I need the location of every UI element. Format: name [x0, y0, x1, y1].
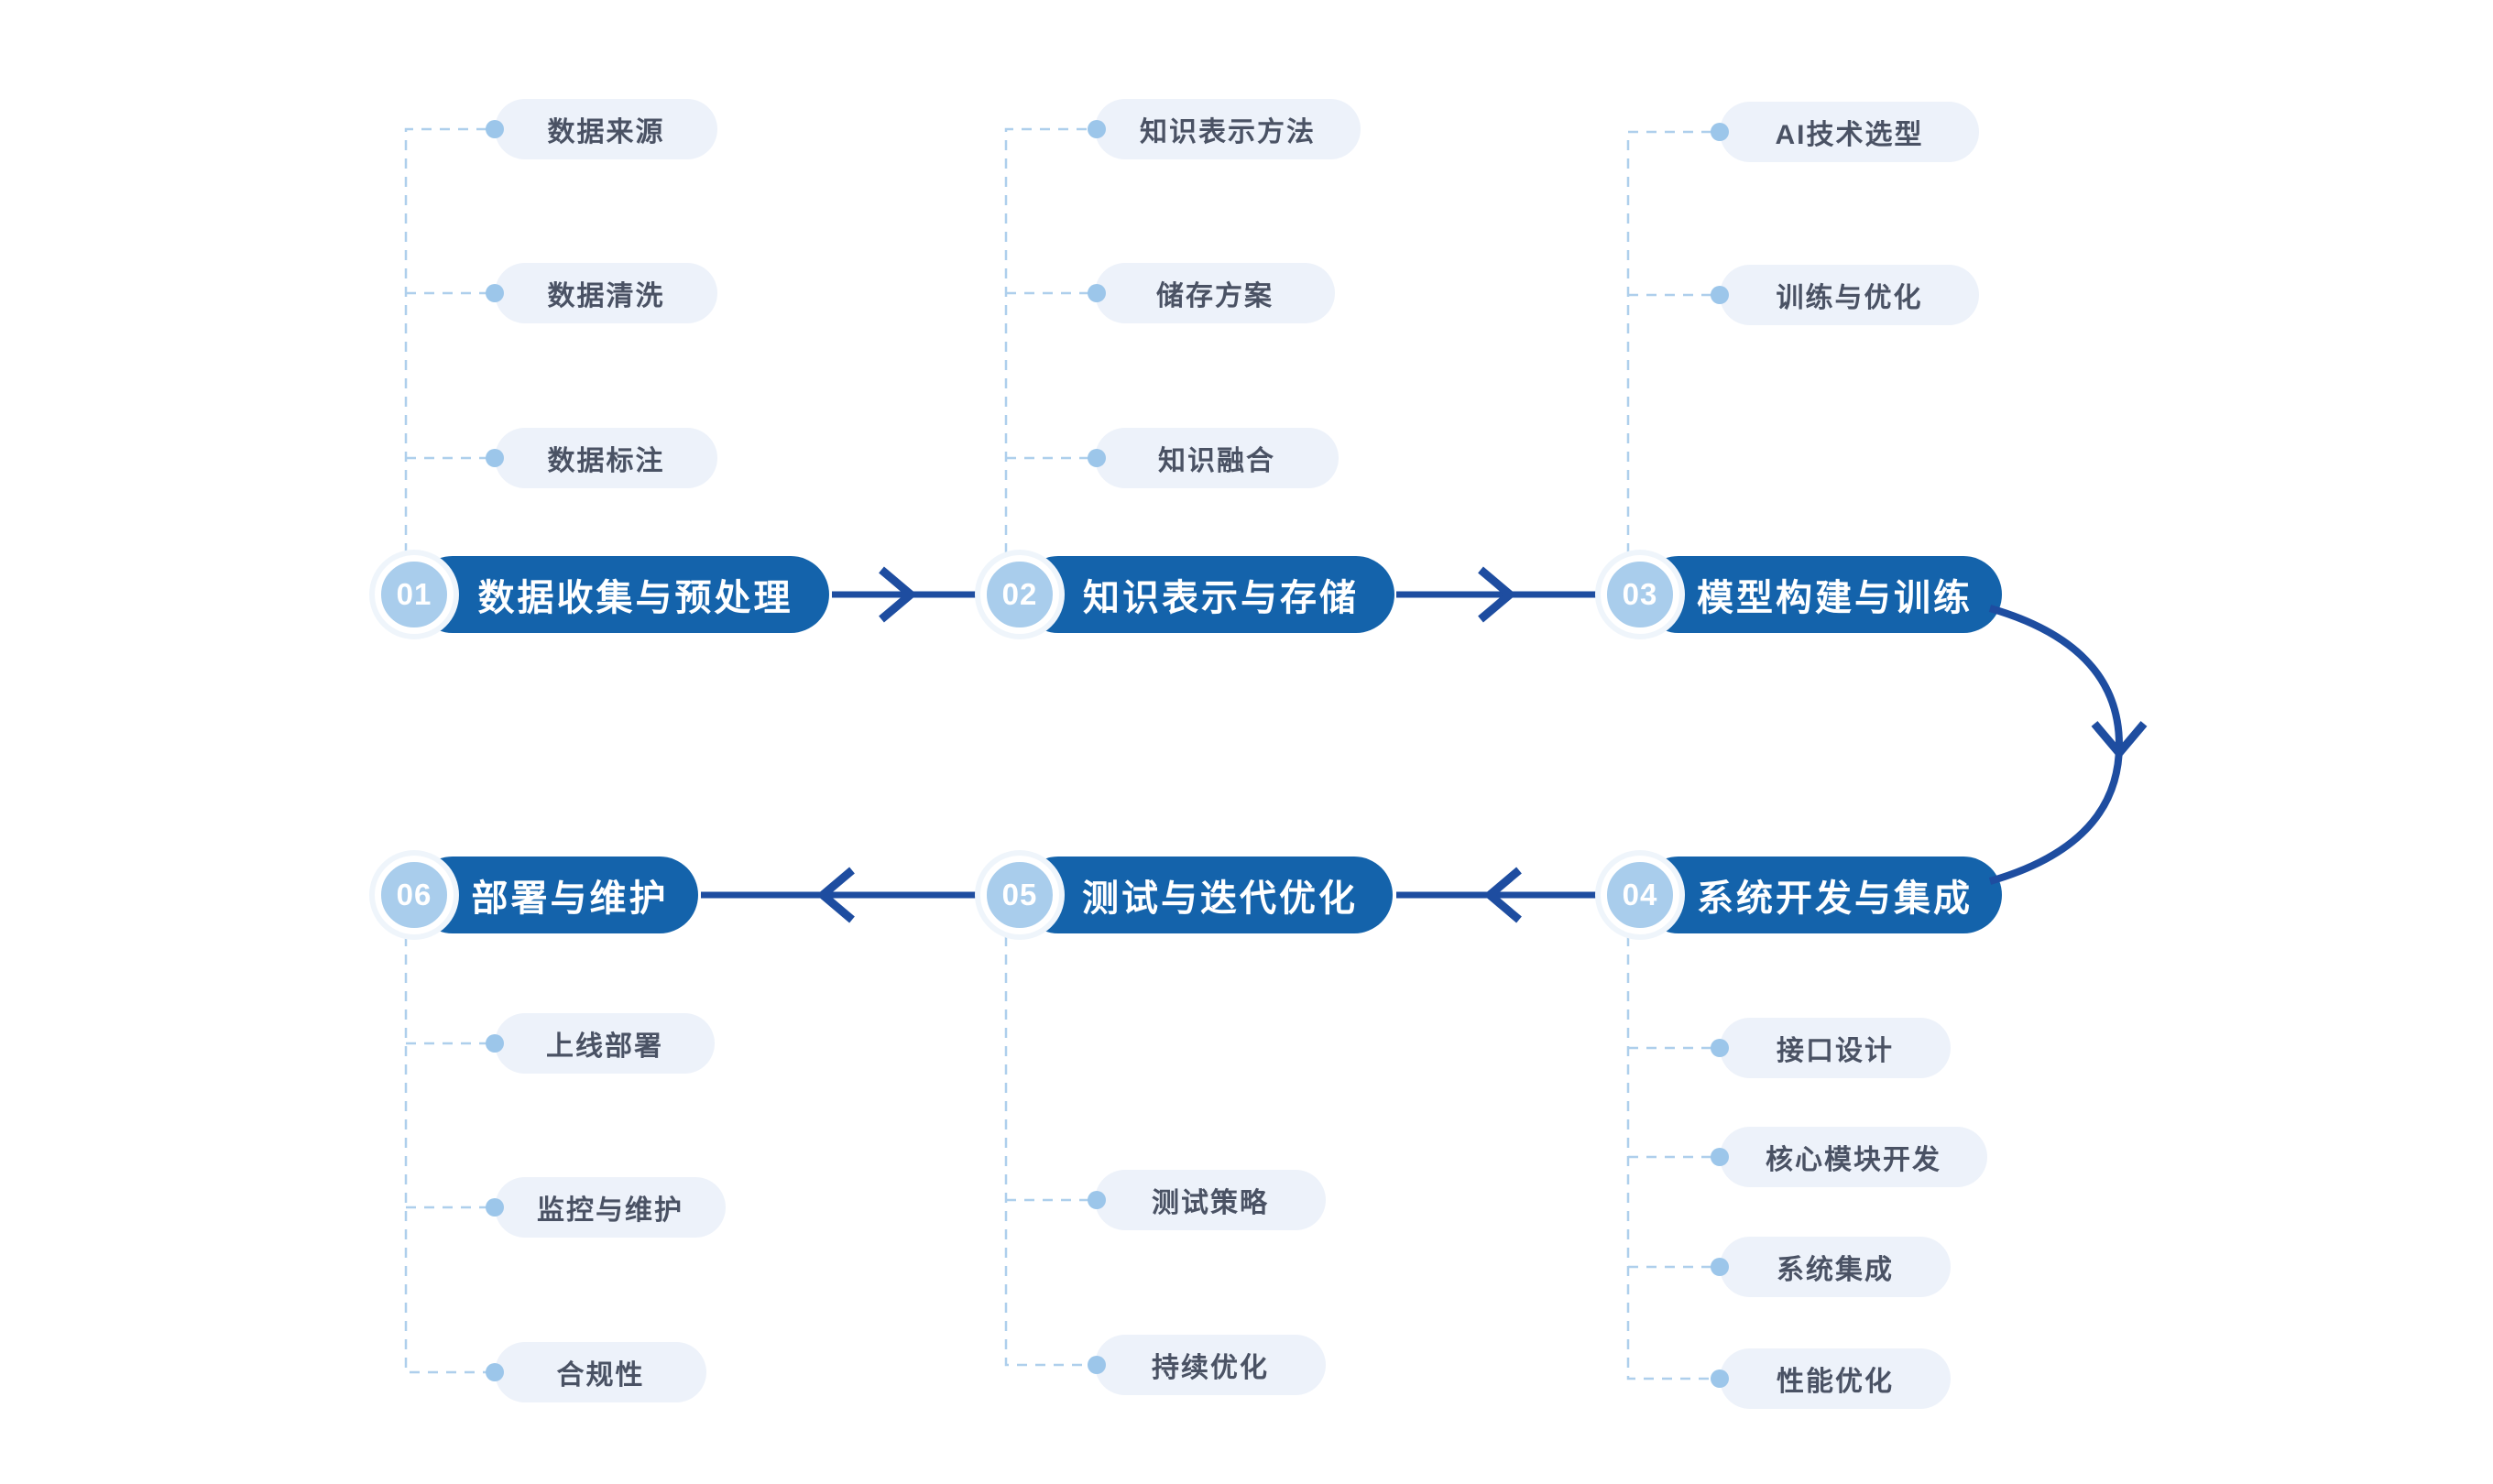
sub-item-pill: 性能优化 — [1720, 1348, 1951, 1409]
stage-pill-05: 测试与迭代优化 — [1020, 857, 1393, 933]
dashed-connector-stage02 — [1004, 127, 1091, 553]
stage-badge-03: 03 — [1601, 555, 1679, 634]
stage-pill-02: 知识表示与存储 — [1020, 556, 1394, 633]
sub-item-pill: 核心模块开发 — [1720, 1127, 1987, 1187]
dashed-connector-stage03 — [1626, 130, 1714, 553]
curve-03-04-head-icon — [2091, 721, 2148, 759]
stage-badge-04: 04 — [1601, 856, 1679, 934]
sub-item-pill: 监控与维护 — [495, 1177, 726, 1238]
sub-item-pill: 持续优化 — [1095, 1335, 1326, 1395]
arrow-02-03-head-icon — [1478, 566, 1516, 623]
stage-pill-06: 部署与维护 — [414, 857, 698, 933]
sub-item-pill: 上线部署 — [495, 1013, 715, 1074]
sub-item-pill: 合规性 — [495, 1342, 706, 1402]
stage-badge-01: 01 — [375, 555, 454, 634]
sub-item-pill: 数据标注 — [495, 428, 717, 488]
sub-item-pill: 接口设计 — [1720, 1018, 1951, 1078]
stage-pill-04: 系统开发与集成 — [1640, 857, 2002, 933]
stage-pill-01: 数据收集与预处理 — [414, 556, 829, 633]
sub-item-pill: AI技术选型 — [1720, 102, 1979, 162]
stage-badge-05: 05 — [980, 856, 1059, 934]
sub-item-pill: 知识表示方法 — [1095, 99, 1361, 159]
dashed-connector-stage04 — [1626, 936, 1714, 1380]
arrow-04-05-head-icon — [1483, 867, 1522, 923]
arrow-05-06-head-icon — [816, 867, 855, 923]
sub-item-pill: 知识融合 — [1095, 428, 1339, 488]
dashed-connector-stage01 — [404, 127, 489, 553]
sub-item-pill: 数据来源 — [495, 99, 717, 159]
stage-badge-06: 06 — [375, 856, 454, 934]
sub-item-pill: 系统集成 — [1720, 1237, 1951, 1297]
sub-item-pill: 训练与优化 — [1720, 265, 1979, 325]
curve-03-04-line — [1988, 605, 2124, 885]
dashed-connector-stage06 — [404, 936, 489, 1374]
stage-badge-02: 02 — [980, 555, 1059, 634]
dashed-connector-stage05 — [1004, 936, 1091, 1367]
arrow-01-02-head-icon — [879, 566, 917, 623]
sub-item-pill: 储存方案 — [1095, 263, 1335, 323]
stage-pill-03: 模型构建与训练 — [1640, 556, 2002, 633]
sub-item-pill: 数据清洗 — [495, 263, 717, 323]
sub-item-pill: 测试策略 — [1095, 1170, 1326, 1230]
